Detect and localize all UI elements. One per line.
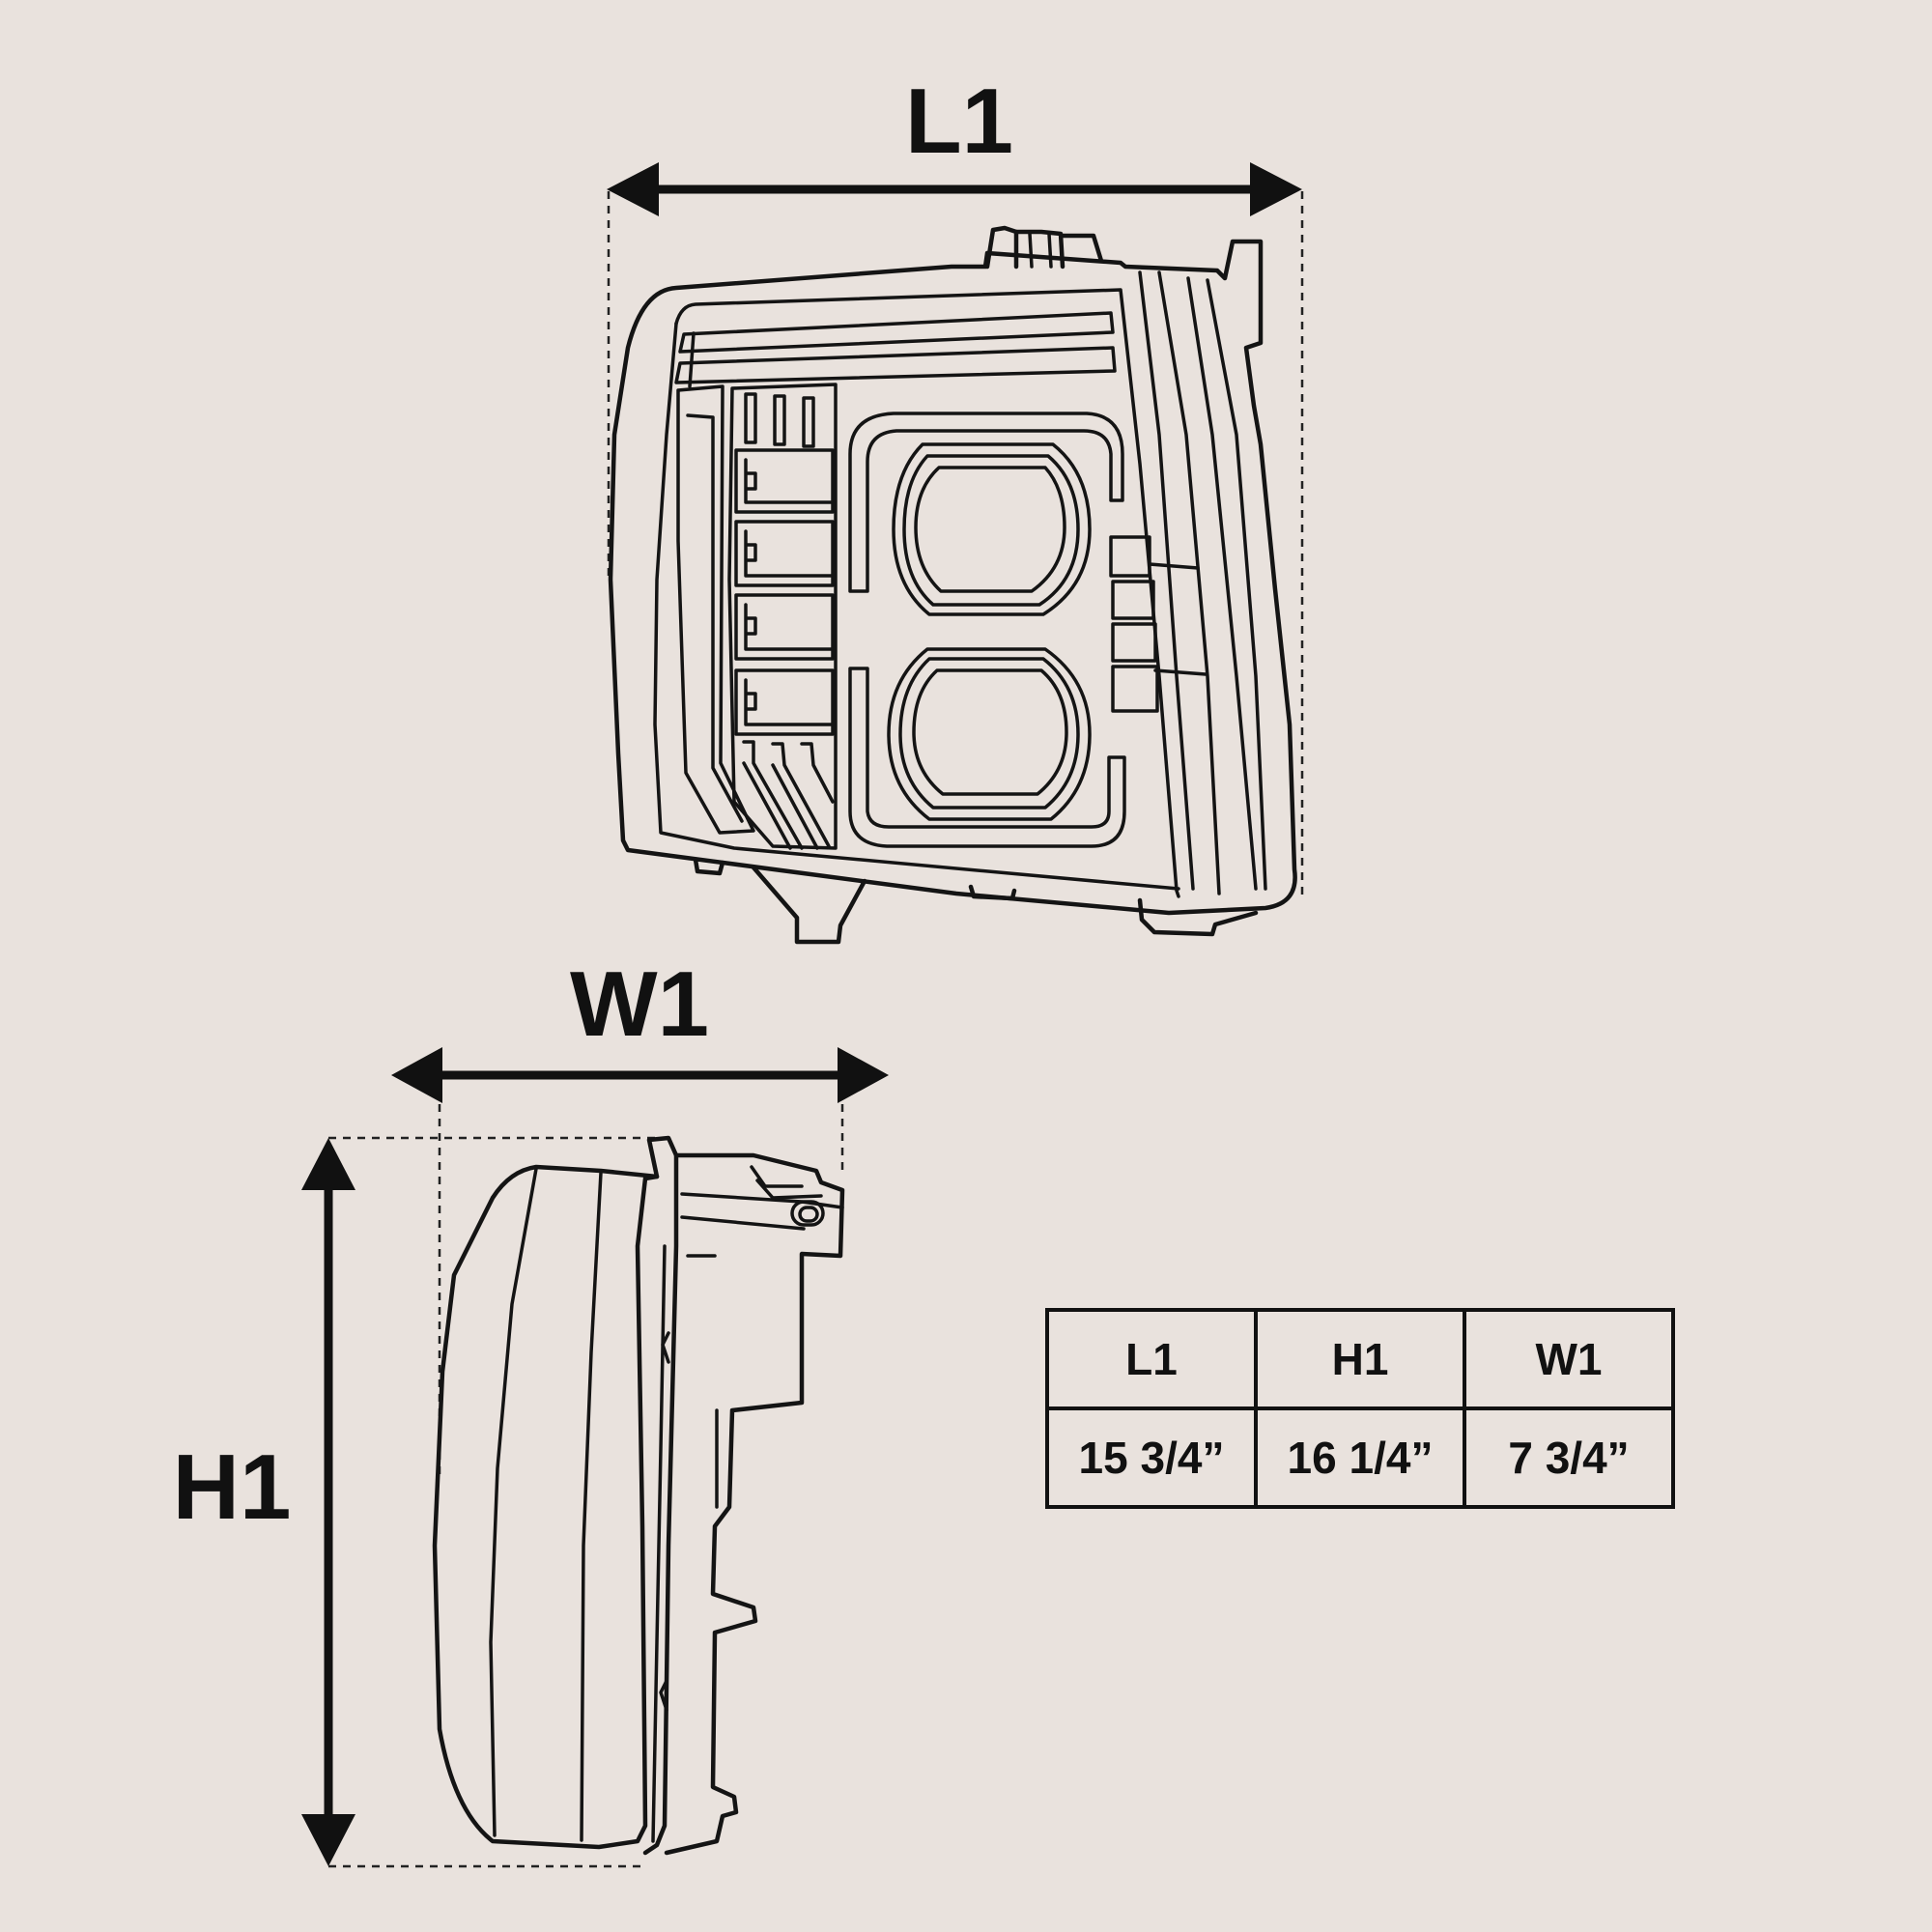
- headlight-side-view: [432, 1135, 845, 1856]
- value-w1: 7 3/4”: [1463, 1406, 1675, 1509]
- header-h1: H1: [1254, 1308, 1466, 1410]
- led-blocks: [734, 448, 835, 736]
- upper-projector-lens: [892, 442, 1092, 616]
- width-arrow-right: [838, 1047, 889, 1103]
- height-arrow-top: [301, 1138, 355, 1190]
- length-label: L1: [905, 70, 1013, 173]
- width-arrow-left: [391, 1047, 442, 1103]
- value-l1: 15 3/4”: [1045, 1406, 1258, 1509]
- width-label: W1: [570, 952, 709, 1056]
- lower-projector-lens: [887, 647, 1092, 821]
- height-dimension: H1: [173, 1136, 667, 1868]
- value-h1: 16 1/4”: [1254, 1406, 1466, 1509]
- length-arrow-right: [1250, 162, 1302, 216]
- width-dimension: W1: [391, 952, 889, 1478]
- length-arrow-left: [607, 162, 659, 216]
- header-l1: L1: [1045, 1308, 1258, 1410]
- header-w1: W1: [1463, 1308, 1675, 1410]
- height-arrow-bottom: [301, 1814, 355, 1866]
- headlight-front-view: [608, 225, 1297, 945]
- length-dimension: L1: [607, 70, 1304, 898]
- table-header-row: L1 H1 W1: [1045, 1308, 1675, 1410]
- table-value-row: 15 3/4” 16 1/4” 7 3/4”: [1045, 1406, 1675, 1509]
- height-label: H1: [173, 1435, 292, 1539]
- dimensions-table: L1 H1 W1 15 3/4” 16 1/4” 7 3/4”: [1045, 1308, 1675, 1509]
